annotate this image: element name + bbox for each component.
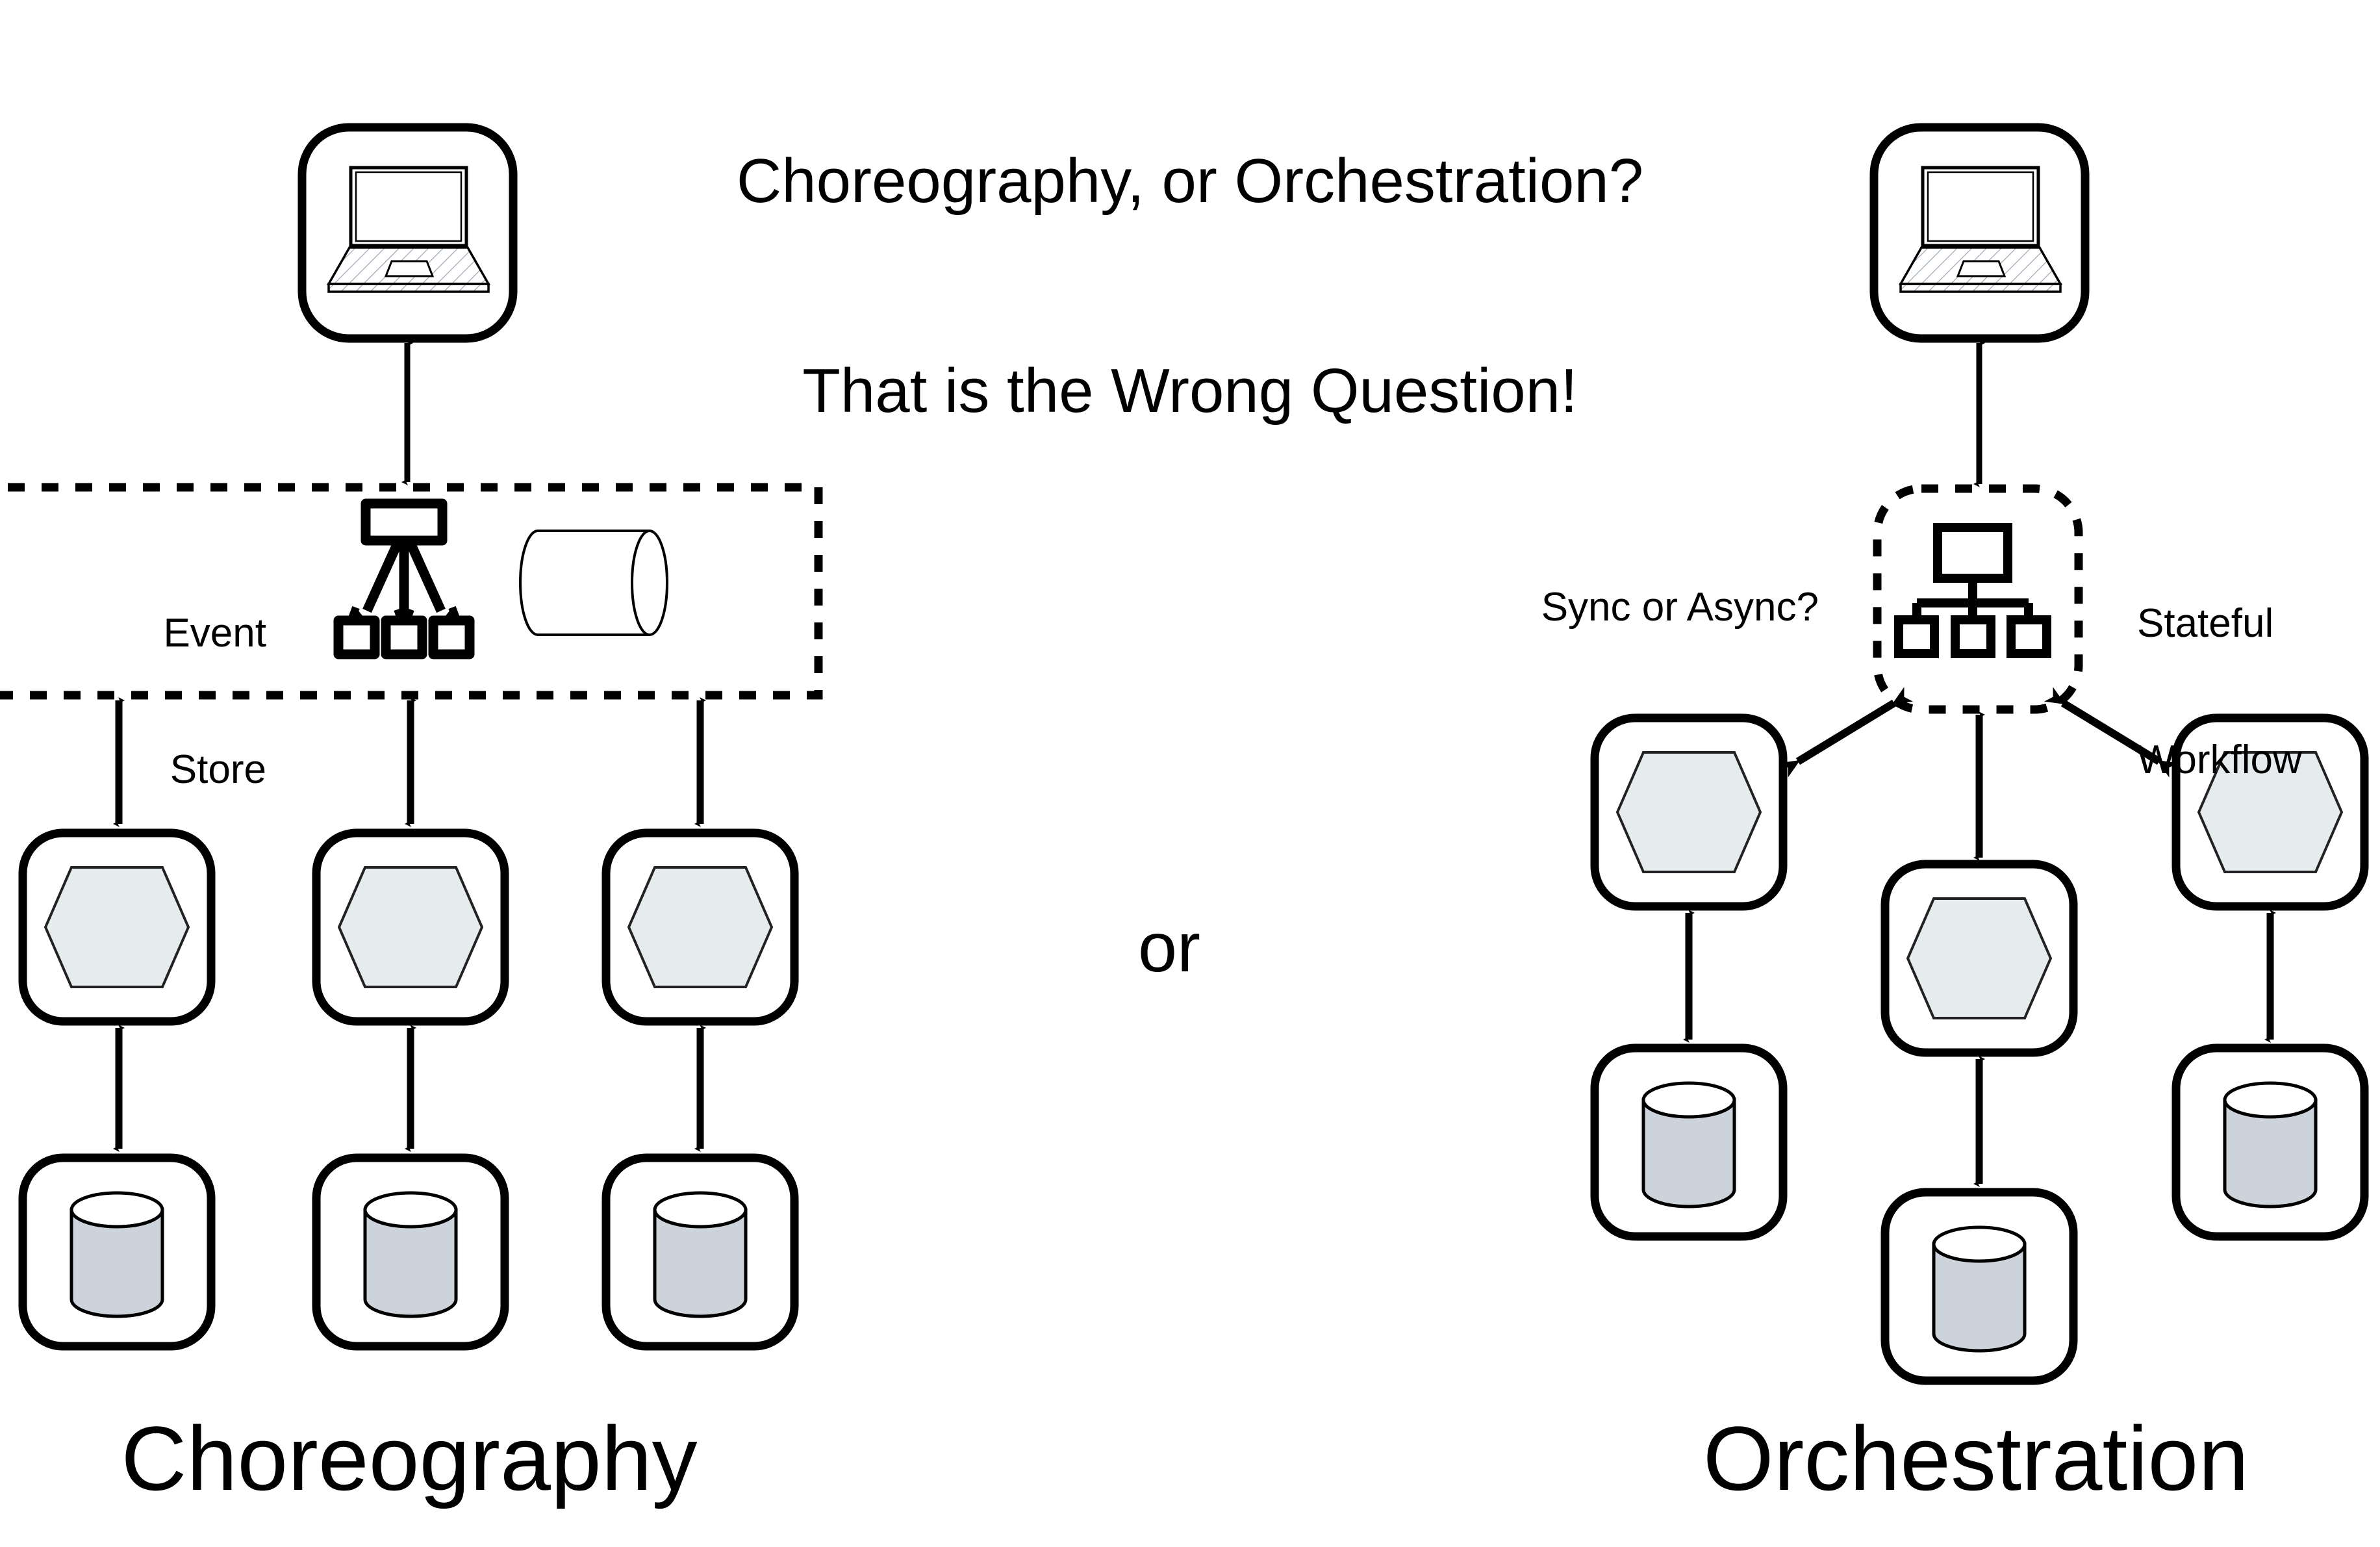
hexagon-service-icon — [1615, 751, 1762, 873]
stateful-workflow-label: Stateful Workflow — [2137, 510, 2380, 874]
hexagon-service-icon — [337, 866, 484, 988]
right-database-node-left — [1590, 1043, 1788, 1241]
left-service-node-2 — [312, 828, 509, 1026]
left-panel-caption: Choreography — [121, 1407, 698, 1509]
divider-or-label: or — [1137, 908, 1201, 986]
edge-orchestrator-to-service-left — [1779, 687, 1913, 778]
page-title-line-1: Choreography, or Orchestration? — [736, 146, 1644, 216]
right-panel-caption: Orchestration — [1703, 1407, 2249, 1509]
sync-or-async-label: Sync or Async? — [1541, 585, 1819, 630]
hexagon-service-icon — [2197, 751, 2344, 873]
event-store-label: Event Store — [91, 520, 266, 884]
hexagon-service-icon — [627, 866, 774, 988]
left-database-node-2 — [312, 1153, 509, 1351]
hexagon-service-icon — [44, 866, 190, 988]
database-cylinder-icon — [1932, 1225, 2027, 1353]
page-title-line-2: That is the Wrong Question! — [802, 355, 1578, 426]
left-database-node-1 — [18, 1153, 216, 1351]
left-database-node-3 — [601, 1153, 799, 1351]
laptop-icon — [1898, 166, 2063, 293]
right-client-node — [1869, 123, 2090, 343]
database-cylinder-icon — [653, 1191, 748, 1318]
right-service-node-left — [1590, 713, 1788, 911]
edge-orchestrator-to-service-right — [2044, 687, 2178, 778]
right-service-node-right — [2171, 713, 2369, 911]
right-database-node-middle — [1880, 1188, 2078, 1385]
right-service-node-middle — [1880, 860, 2078, 1057]
hierarchy-orgchart-icon — [1894, 523, 2051, 658]
event-store-label-line-1: Event — [163, 611, 266, 656]
stateful-workflow-label-line-1: Stateful — [2137, 601, 2274, 646]
left-service-node-3 — [601, 828, 799, 1026]
database-cylinder-icon — [363, 1191, 458, 1318]
broadcast-fanout-icon — [333, 498, 475, 659]
event-store-label-line-2: Store — [170, 747, 266, 793]
laptop-icon — [326, 166, 491, 293]
left-service-node-1 — [18, 828, 216, 1026]
hexagon-service-icon — [1906, 897, 2053, 1019]
right-database-node-right — [2171, 1043, 2369, 1241]
page-title: Choreography, or Orchestration? That is … — [0, 6, 2380, 565]
stateful-workflow-label-line-2: Workflow — [2137, 737, 2302, 783]
left-client-node — [298, 123, 518, 343]
database-cylinder-icon — [2223, 1081, 2318, 1208]
database-cylinder-icon — [70, 1191, 164, 1318]
database-cylinder-icon — [1641, 1081, 1736, 1208]
horizontal-cylinder-icon — [519, 530, 668, 636]
